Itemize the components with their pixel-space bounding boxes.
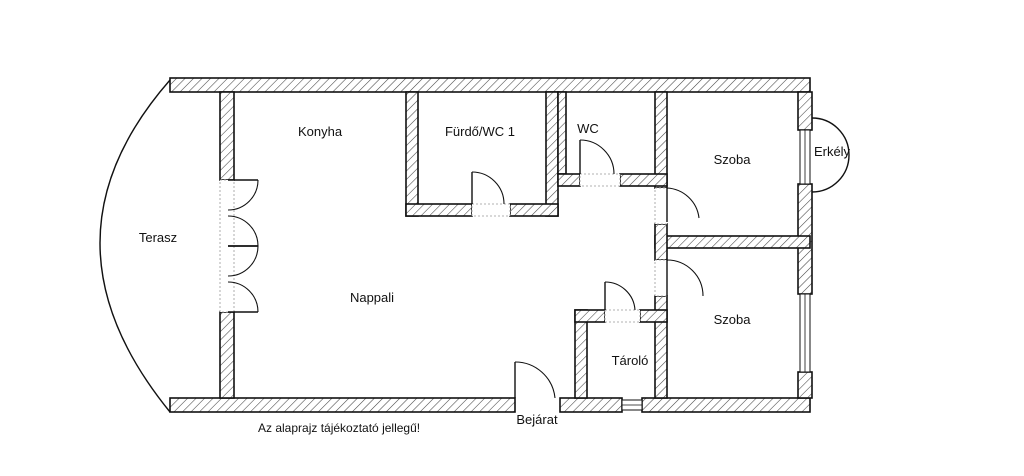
interior-walls <box>405 91 811 399</box>
label-furdo: Fürdő/WC 1 <box>445 124 515 139</box>
label-konyha: Konyha <box>298 124 343 139</box>
balcony-outline <box>811 117 850 193</box>
label-szoba-2: Szoba <box>714 312 752 327</box>
terrace-outline <box>99 79 171 413</box>
label-bejarat: Bejárat <box>516 412 558 427</box>
label-wc: WC <box>577 121 599 136</box>
doors <box>227 139 704 399</box>
label-nappali: Nappali <box>350 290 394 305</box>
label-terasz: Terasz <box>139 230 177 245</box>
label-tarolo: Tároló <box>612 353 649 368</box>
label-szoba-1: Szoba <box>714 152 752 167</box>
windows <box>219 129 811 411</box>
disclaimer-note: Az alaprajz tájékoztató jellegű! <box>258 421 420 435</box>
label-erkely: Erkély <box>814 144 851 159</box>
